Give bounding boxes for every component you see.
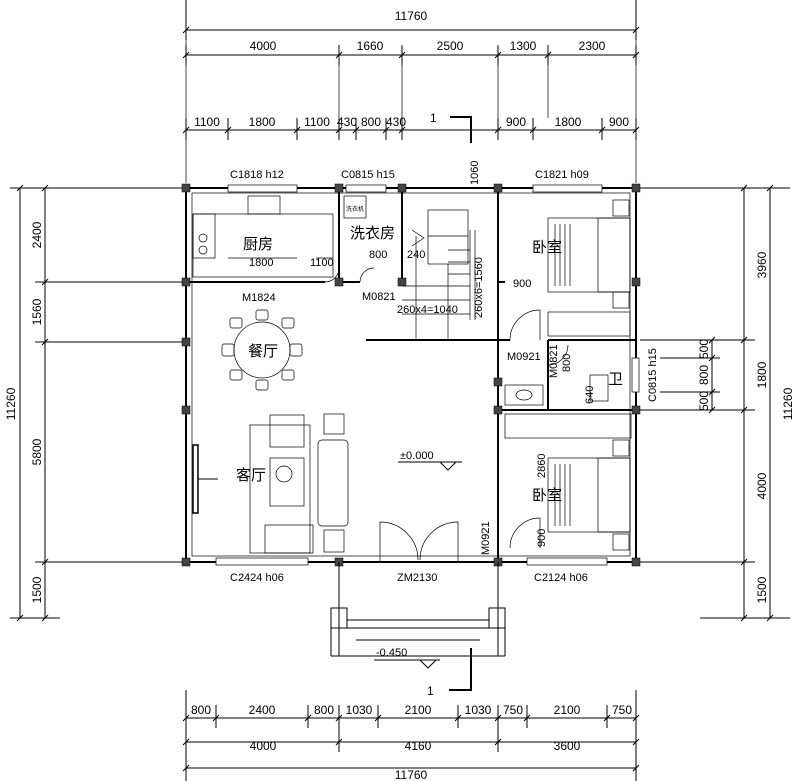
top-sub-6: 430 [386,115,406,129]
bed-south [504,413,632,551]
label-stair-steps-a: 260x4=1040 [397,304,458,316]
room-bedroom-south: 卧室 [532,486,562,504]
label-bed-2860: 2860 [536,454,548,478]
label-bath-800: 800 [561,354,573,372]
label-m0821-bath: M0821 [548,344,560,378]
label-m0821: M0821 [362,291,396,303]
label-kitchen-1100: 1100 [310,257,334,269]
doors [324,267,569,562]
right-seg-2: 1800 [755,361,769,388]
top-dim-5: 2300 [579,39,606,53]
label-c1818: C1818 h12 [230,169,284,181]
top-dim-1: 4000 [250,39,277,53]
laundry-fixtures: 洗衣机 [343,195,367,219]
label-door-900-bottom: 900 [536,529,548,547]
elev-marker-zero [398,461,462,471]
section-label-bottom: 1 [427,684,434,698]
room-bedroom-north: 卧室 [532,238,562,256]
label-c1821: C1821 h09 [535,169,589,181]
bed-north [547,199,631,337]
bottom-dim-2: 4160 [405,739,432,753]
dining-table [221,309,303,391]
section-mark-top: 1 [430,111,472,143]
top-sub-8: 1800 [555,115,582,129]
right-dimensions: 11260 3960 1800 4000 1500 500 800 500 [636,184,795,622]
bottom-dim-1: 4000 [250,739,277,753]
washer-label: 洗衣机 [346,205,364,213]
label-laundry-800: 800 [369,249,387,261]
section-label-top: 1 [430,111,437,125]
right-seg-1: 3960 [755,251,769,278]
bottom-sub-2: 2400 [249,703,276,717]
bottom-sub-1: 800 [191,703,211,717]
label-stair-1060: 1060 [469,161,481,185]
annotations: C1818 h12 C0815 h15 C1821 h09 1060 1800 … [230,161,659,659]
living-furniture [249,413,349,554]
left-seg-4: 1500 [30,576,44,603]
label-c2124: C2124 h06 [534,572,588,584]
label-stair-240: 240 [407,249,425,261]
room-laundry: 洗衣房 [350,224,395,242]
label-elev-zero: ±0.000 [400,450,434,462]
kitchen-fixtures [192,195,334,278]
label-m1824: M1824 [242,292,276,304]
bottom-dimensions: 800 2400 800 1030 2100 1030 750 2100 750… [182,690,640,781]
left-total: 11260 [4,387,18,420]
left-dimensions: 11260 2400 1560 5800 1500 [4,184,186,622]
top-sub-9: 900 [609,115,629,129]
walls [181,183,641,567]
top-sub-4: 430 [337,115,357,129]
room-kitchen: 厨房 [243,235,273,253]
bottom-dim-3: 3600 [554,739,581,753]
top-sub-7: 900 [506,115,526,129]
right-inner-2: 800 [697,365,711,385]
top-dim-3: 2500 [437,39,464,53]
label-c0815-right: C0815 h15 [647,348,659,402]
room-bathroom: 卫 [608,370,623,388]
right-total: 11260 [781,387,795,420]
bottom-sub-7: 750 [503,703,523,717]
right-seg-4: 1500 [755,576,769,603]
top-dim-4: 1300 [510,39,537,53]
left-seg-2: 1560 [30,298,44,325]
label-elev-neg: -0.450 [376,647,407,659]
bottom-total: 11760 [395,768,428,781]
top-sub-3: 1100 [304,115,330,129]
label-bath-640: 640 [584,386,596,404]
label-zm2130: ZM2130 [397,572,437,584]
bottom-sub-5: 2100 [405,703,432,717]
label-m0921-upper: M0921 [507,351,541,363]
left-seg-1: 2400 [30,221,44,248]
label-kitchen-1800: 1800 [249,257,273,269]
right-inner-3: 500 [697,391,711,411]
bottom-sub-6: 1030 [465,703,492,717]
top-sub-2: 1800 [249,115,276,129]
elev-marker-neg [374,659,440,669]
top-dim-2: 1660 [357,39,384,53]
bath-fixtures [504,374,609,406]
bottom-sub-4: 1030 [346,703,373,717]
top-sub-1: 1100 [194,115,220,129]
right-inner-1: 500 [697,339,711,359]
left-seg-3: 5800 [30,438,44,465]
porch [330,562,506,657]
label-c0815-top: C0815 h15 [341,169,395,181]
label-m0921-lower: M0921 [480,521,492,555]
bottom-sub-8: 2100 [554,703,581,717]
room-dining: 餐厅 [248,342,278,360]
stair [402,209,476,340]
top-total: 11760 [395,9,428,23]
label-stair-steps-b: 260x6=1560 [473,257,485,318]
right-seg-3: 4000 [755,472,769,499]
label-c2424: C2424 h06 [230,572,284,584]
label-door-900-top: 900 [513,278,531,290]
bottom-sub-9: 750 [612,703,632,717]
bottom-sub-3: 800 [314,703,334,717]
top-dimensions: 11760 4000 1660 2500 1300 2300 1100 1800… [182,0,640,183]
room-living: 客厅 [236,466,266,484]
section-mark-bottom: 1 [427,648,472,698]
top-sub-5: 800 [361,115,381,129]
